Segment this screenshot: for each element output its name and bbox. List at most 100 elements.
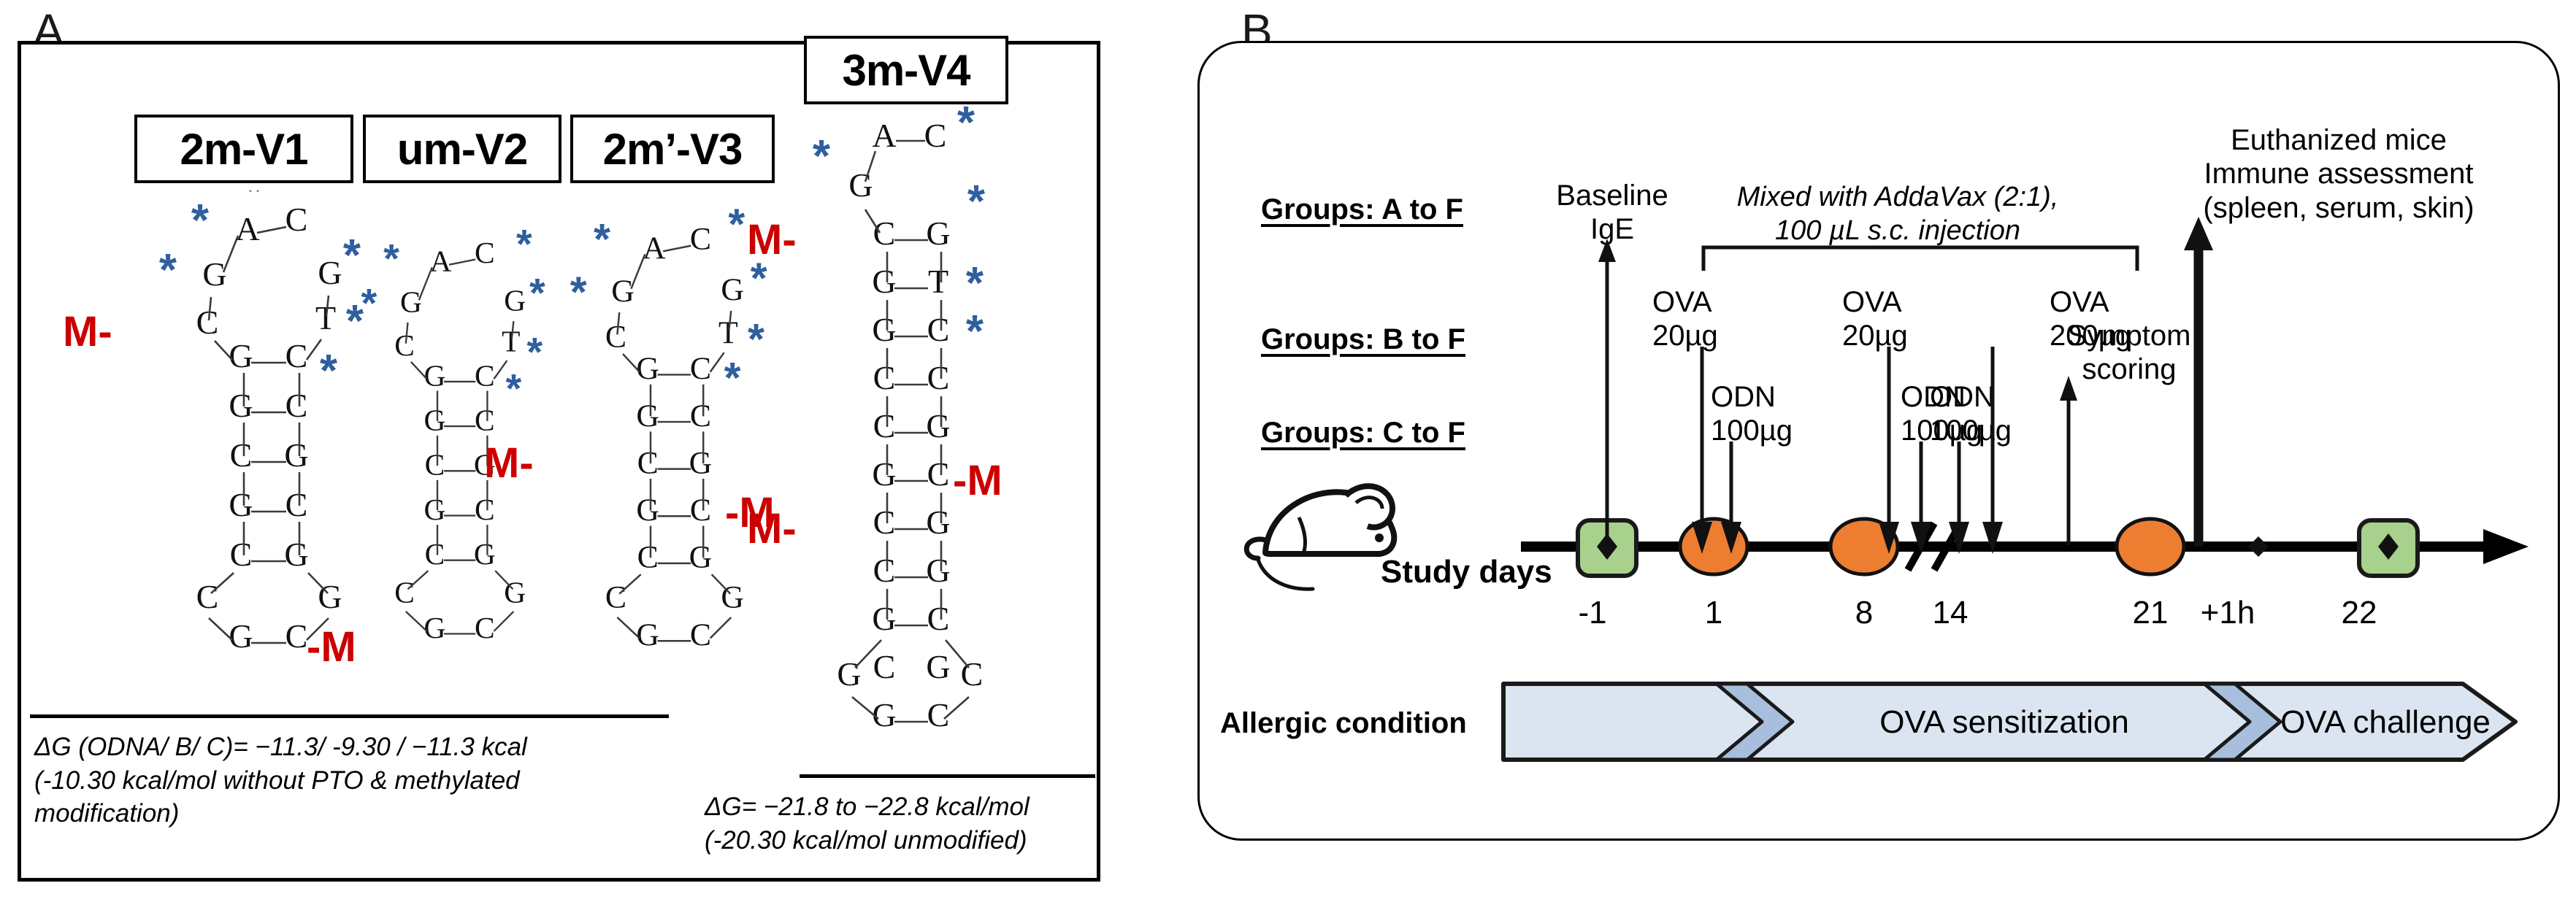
symptom-line-1: Symptom bbox=[2067, 320, 2191, 352]
svg-text:C: C bbox=[873, 504, 896, 541]
caption-right: ΔG= −21.8 to −22.8 kcal/mol (-20.30 kcal… bbox=[705, 790, 1113, 857]
svg-text:A: A bbox=[872, 117, 896, 154]
symptom-line-2: scoring bbox=[2082, 353, 2177, 386]
baseline-ige-label: Baseline IgE bbox=[1536, 179, 1689, 247]
caption-rule-left bbox=[30, 714, 669, 718]
svg-text:G: G bbox=[284, 436, 308, 474]
svg-text:C: C bbox=[425, 448, 445, 482]
allergic-condition-label: Allergic condition bbox=[1220, 707, 1467, 739]
svg-text:C: C bbox=[196, 304, 219, 341]
svg-text:C: C bbox=[425, 537, 445, 571]
svg-text:G: G bbox=[636, 617, 659, 652]
construct-title-2m-v1: 2m-V1 bbox=[134, 115, 353, 183]
svg-text:G: G bbox=[423, 611, 445, 644]
addavax-line-1: Mixed with AddaVax (2:1), bbox=[1736, 182, 2059, 212]
svg-text:G: G bbox=[229, 387, 253, 424]
dose-odn-day8: ODN 100µg bbox=[1901, 380, 1982, 448]
svg-text:G: G bbox=[872, 600, 896, 637]
svg-text:G: G bbox=[721, 580, 744, 615]
svg-text:G: G bbox=[229, 617, 253, 655]
svg-text:G: G bbox=[872, 455, 896, 493]
endpoint-note: Euthanized mice Immune assessment (splee… bbox=[2134, 123, 2543, 225]
svg-text:G: G bbox=[318, 254, 342, 291]
svg-text:*: * bbox=[966, 258, 984, 309]
methyl-label-right-2m-v1: -M bbox=[307, 623, 356, 671]
dose-odn-day21-agent: ODN bbox=[1930, 381, 1995, 413]
panel-b-container: Groups: A to F Groups: B to F Groups: C … bbox=[1197, 41, 2560, 841]
svg-text:G: G bbox=[926, 215, 950, 252]
svg-text:*: * bbox=[724, 355, 741, 402]
baseline-line-1: Baseline bbox=[1556, 180, 1668, 212]
svg-text:C: C bbox=[285, 337, 308, 374]
day-label-21: 21 bbox=[2132, 595, 2169, 631]
svg-text:*: * bbox=[383, 236, 399, 282]
svg-text:*: * bbox=[526, 328, 543, 374]
caption-right-line-1: ΔG= −21.8 to −22.8 kcal/mol bbox=[705, 793, 1030, 821]
dose-ova-day1: OVA 20µg bbox=[1652, 285, 1718, 353]
svg-text:*: * bbox=[361, 280, 377, 326]
addavax-note: Mixed with AddaVax (2:1), 100 µL s.c. in… bbox=[1693, 180, 2102, 248]
group-row-b-to-f: Groups: B to F bbox=[1261, 323, 1465, 355]
svg-text:*: * bbox=[813, 131, 831, 182]
svg-text:*: * bbox=[728, 201, 745, 248]
group-row-c-to-f: Groups: C to F bbox=[1261, 417, 1465, 449]
svg-text:C: C bbox=[475, 236, 495, 269]
svg-text:*: * bbox=[343, 231, 361, 281]
svg-text:G: G bbox=[400, 285, 422, 319]
svg-text:C: C bbox=[927, 696, 950, 733]
caption-left-line-1: ΔG (ODNA/ B/ C)= −11.3/ -9.30 / −11.3 kc… bbox=[34, 733, 527, 761]
dose-ova-day21: OVA 200µg bbox=[2050, 285, 2131, 353]
baseline-line-2: IgE bbox=[1590, 213, 1635, 246]
svg-text:G: G bbox=[926, 407, 950, 444]
svg-text:C: C bbox=[927, 455, 950, 493]
svg-text:C: C bbox=[690, 222, 711, 257]
svg-text:C: C bbox=[873, 407, 896, 444]
svg-text:G: G bbox=[926, 552, 950, 589]
day-label-14: 14 bbox=[1932, 595, 1969, 631]
panel-a-container: 2m-V1 um-V2 2m’-V3 3m-V4 A C G C G C T G… bbox=[18, 36, 1100, 882]
construct-title-2mp-v3: 2m’-V3 bbox=[570, 115, 775, 183]
methyl-label-3-3m-v4: M- bbox=[747, 505, 797, 552]
svg-text:C: C bbox=[927, 311, 950, 348]
svg-text:C: C bbox=[637, 445, 659, 480]
svg-text:G: G bbox=[504, 284, 526, 317]
svg-text:C: C bbox=[285, 387, 308, 424]
svg-text:G: G bbox=[689, 445, 713, 480]
svg-text:T: T bbox=[928, 263, 948, 300]
svg-text:A: A bbox=[643, 231, 666, 266]
svg-text:C: C bbox=[285, 201, 308, 238]
svg-text:G: G bbox=[474, 537, 496, 571]
svg-text:G: G bbox=[474, 448, 496, 482]
svg-text:C: C bbox=[690, 493, 711, 528]
svg-text:G: G bbox=[837, 655, 861, 693]
svg-text:C: C bbox=[873, 648, 896, 685]
dose-odn-day1-agent: ODN bbox=[1711, 381, 1776, 413]
svg-text:G: G bbox=[611, 274, 635, 309]
svg-text:C: C bbox=[690, 617, 711, 652]
banner-stage-challenge: OVA challenge bbox=[2280, 704, 2491, 740]
svg-text:C: C bbox=[605, 580, 626, 615]
caption-rule-right bbox=[800, 774, 1095, 778]
day-label-8: 8 bbox=[1855, 595, 1874, 631]
svg-text:*: * bbox=[966, 307, 984, 357]
svg-text:*: * bbox=[506, 366, 522, 412]
construct-title-um-v2: um-V2 bbox=[363, 115, 561, 183]
methyl-label-2-3m-v4: -M bbox=[953, 457, 1003, 504]
banner-stage-sensitization: OVA sensitization bbox=[1879, 704, 2129, 740]
svg-text:G: G bbox=[318, 578, 342, 615]
svg-text:C: C bbox=[475, 358, 495, 392]
svg-text:C: C bbox=[637, 540, 659, 575]
svg-text:G: G bbox=[872, 311, 896, 348]
svg-text:*: * bbox=[967, 177, 986, 227]
dose-odn-day1-amount: 100µg bbox=[1711, 415, 1793, 447]
svg-text:*: * bbox=[570, 269, 587, 316]
svg-text:C: C bbox=[475, 493, 495, 526]
svg-text:G: G bbox=[636, 493, 659, 528]
svg-text:*: * bbox=[594, 216, 610, 263]
svg-text:G: G bbox=[872, 696, 896, 733]
svg-text:T: T bbox=[315, 299, 336, 336]
dose-ova-day1-agent: OVA bbox=[1652, 286, 1712, 318]
svg-text:C: C bbox=[927, 359, 950, 396]
group-row-a-to-f: Groups: A to F bbox=[1261, 193, 1463, 226]
